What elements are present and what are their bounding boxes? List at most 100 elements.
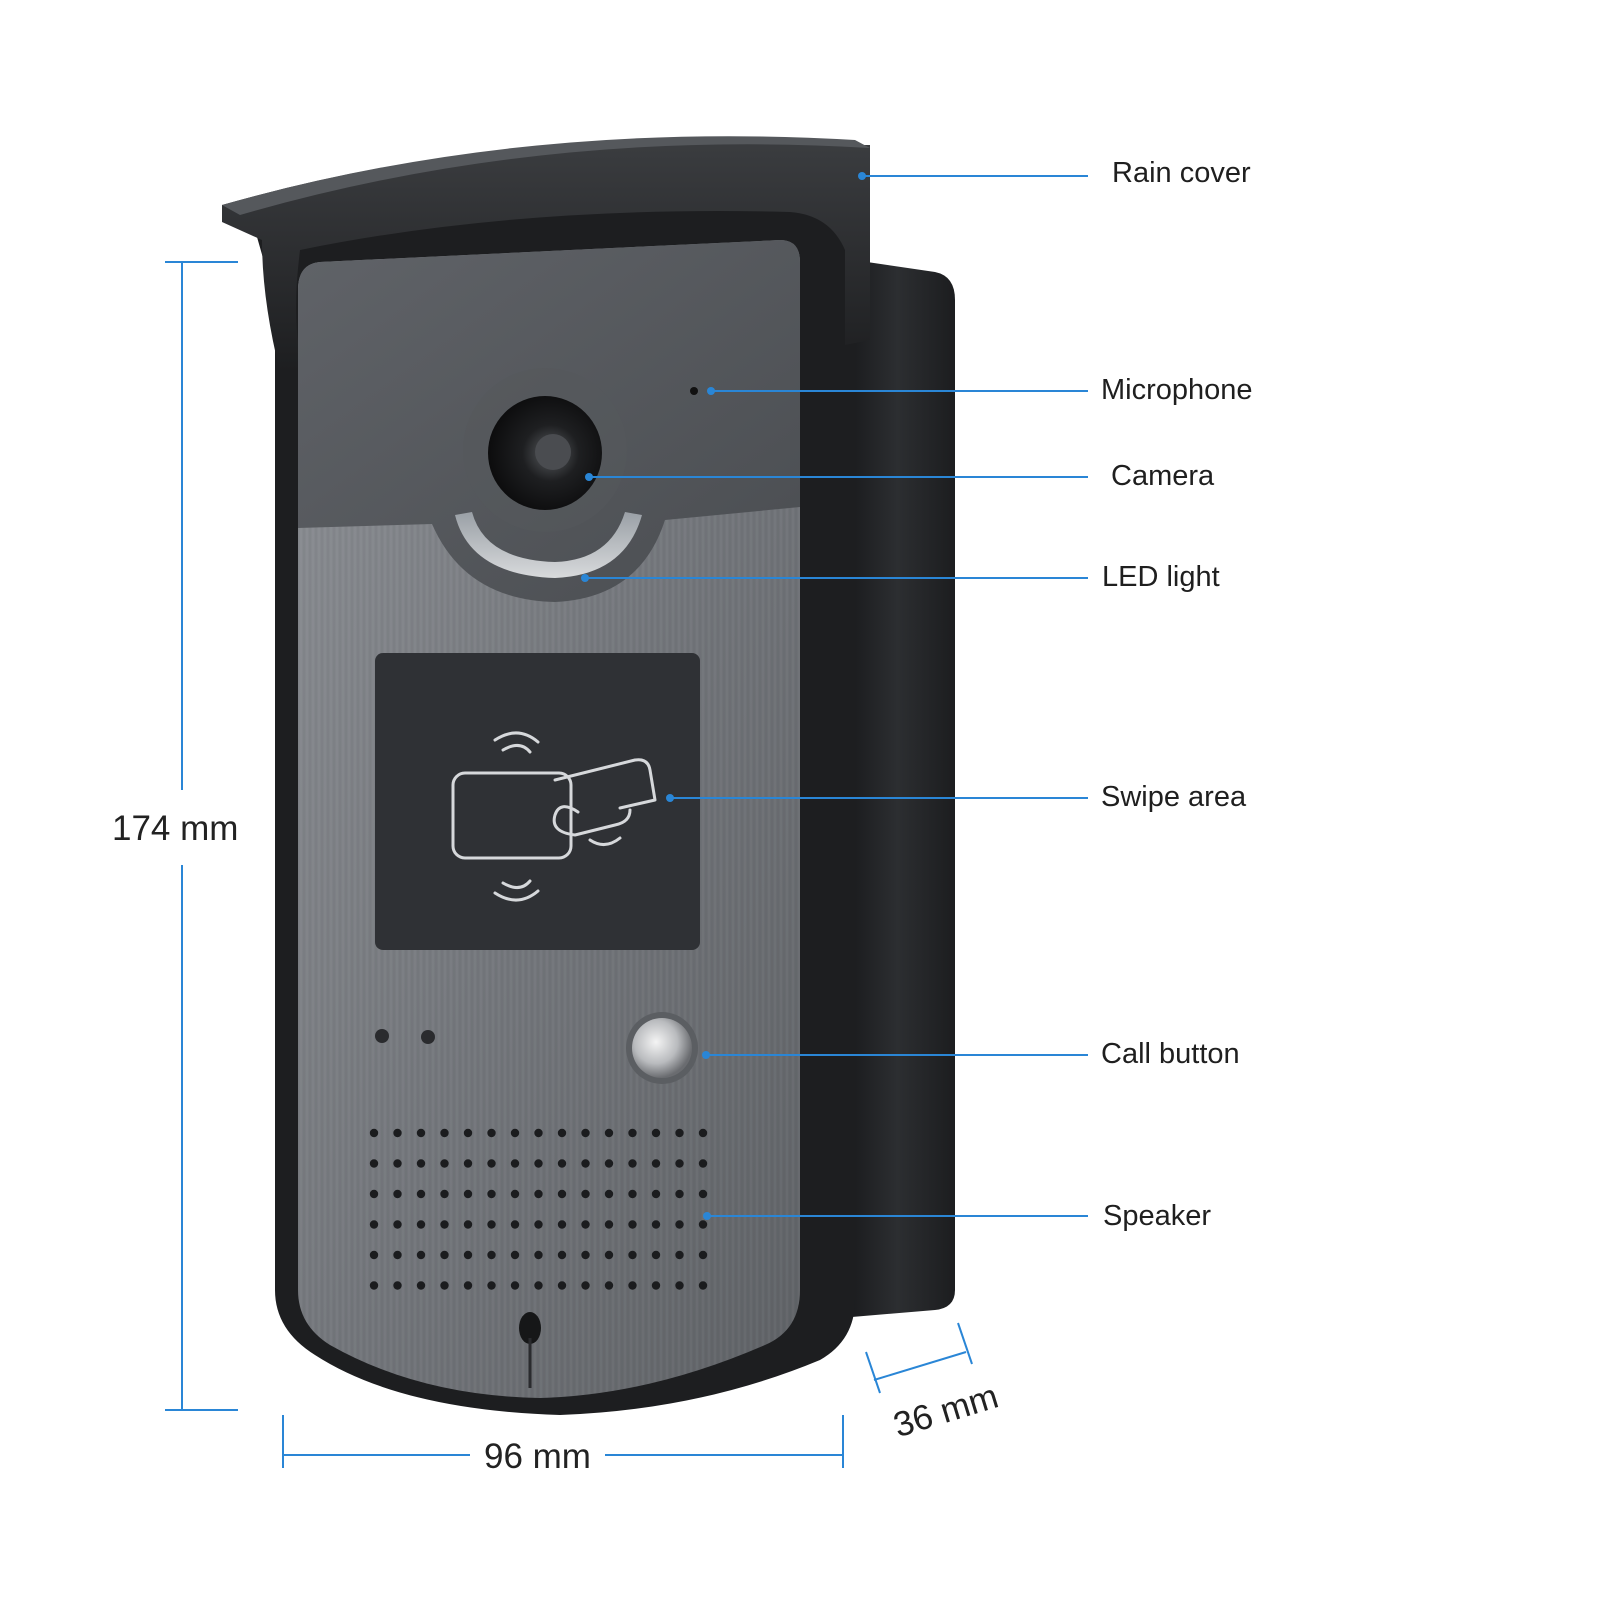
speaker-hole <box>698 1281 708 1290</box>
swipe-reader-panel <box>375 653 700 950</box>
speaker-hole <box>440 1159 449 1168</box>
speaker-hole <box>698 1159 708 1168</box>
doorbell-device <box>222 136 955 1415</box>
rain-cover-top <box>222 136 870 215</box>
label-microphone: Microphone <box>1101 374 1253 406</box>
callout-swipe-area <box>666 794 1088 802</box>
speaker-hole <box>604 1220 614 1229</box>
speaker-hole <box>510 1128 520 1138</box>
camera-lens-glint <box>535 434 571 470</box>
speaker-hole <box>416 1220 426 1229</box>
speaker-hole <box>416 1281 426 1290</box>
speaker-hole <box>510 1220 520 1229</box>
speaker-hole <box>463 1281 473 1290</box>
speaker-hole <box>581 1281 590 1290</box>
speaker-hole <box>369 1281 379 1290</box>
speaker-hole <box>463 1250 473 1260</box>
speaker-hole <box>581 1128 590 1138</box>
speaker-hole <box>487 1250 496 1260</box>
speaker-hole <box>393 1220 402 1229</box>
dimension-depth <box>865 1322 973 1394</box>
speaker-hole <box>510 1281 520 1290</box>
speaker-hole <box>651 1250 661 1260</box>
speaker-hole <box>604 1128 614 1138</box>
speaker-hole <box>510 1189 520 1199</box>
callout-camera <box>585 473 1088 481</box>
speaker-hole <box>393 1189 402 1199</box>
speaker-hole <box>393 1128 402 1138</box>
dim-height-label: 174 mm <box>112 809 238 848</box>
speaker-hole <box>534 1189 543 1199</box>
speaker-hole <box>487 1281 496 1290</box>
speaker-hole <box>440 1281 449 1290</box>
speaker-hole <box>487 1159 496 1168</box>
speaker-hole <box>557 1189 567 1199</box>
speaker-hole <box>604 1189 614 1199</box>
speaker-hole <box>369 1250 379 1260</box>
callout-led-light <box>581 574 1088 582</box>
speaker-hole <box>581 1220 590 1229</box>
status-indicator-1 <box>375 1029 389 1043</box>
speaker-hole <box>393 1159 402 1168</box>
back-housing <box>840 258 955 1318</box>
label-led-light: LED light <box>1102 561 1220 593</box>
screw-hole <box>519 1312 541 1344</box>
speaker-hole <box>416 1159 426 1168</box>
speaker-hole <box>510 1159 520 1168</box>
callout-labels: Rain cover Microphone Camera LED light S… <box>1101 157 1253 1232</box>
speaker-hole <box>651 1281 661 1290</box>
microphone-hole <box>690 387 698 395</box>
speaker-hole <box>534 1281 543 1290</box>
dimension-width <box>282 1415 844 1468</box>
speaker-hole <box>369 1159 379 1168</box>
speaker-hole <box>698 1220 708 1229</box>
speaker-hole <box>675 1220 684 1229</box>
speaker-hole <box>698 1128 708 1138</box>
callout-speaker <box>703 1212 1088 1220</box>
speaker-hole <box>557 1281 567 1290</box>
callout-rain-cover <box>858 172 1088 180</box>
callout-call-button <box>702 1051 1088 1059</box>
speaker-hole <box>675 1281 684 1290</box>
speaker-hole <box>557 1220 567 1229</box>
speaker-hole <box>604 1250 614 1260</box>
speaker-hole <box>393 1281 402 1290</box>
led-light-ring <box>455 512 642 578</box>
card-swipe-hand-icon <box>451 731 657 902</box>
status-indicator-2 <box>421 1030 435 1044</box>
dim-depth-label: 36 mm <box>889 1377 1003 1446</box>
speaker-hole <box>651 1189 661 1199</box>
speaker-hole <box>440 1128 449 1138</box>
speaker-hole <box>628 1250 637 1260</box>
speaker-hole <box>393 1250 402 1260</box>
label-swipe-area: Swipe area <box>1101 781 1247 813</box>
speaker-hole <box>369 1220 379 1229</box>
speaker-hole <box>675 1128 684 1138</box>
speaker-hole <box>440 1250 449 1260</box>
speaker-hole <box>581 1189 590 1199</box>
speaker-hole <box>440 1189 449 1199</box>
speaker-hole <box>534 1250 543 1260</box>
speaker-hole <box>651 1159 661 1168</box>
speaker-hole <box>369 1189 379 1199</box>
label-camera: Camera <box>1111 460 1215 492</box>
callouts <box>581 172 1088 1220</box>
dim-depth-line <box>873 1351 967 1381</box>
call-button <box>632 1018 692 1078</box>
rain-cover <box>222 139 870 372</box>
speaker-hole <box>416 1128 426 1138</box>
speaker-hole <box>698 1250 708 1260</box>
speaker-hole <box>675 1250 684 1260</box>
speaker-hole <box>463 1159 473 1168</box>
speaker-hole <box>510 1250 520 1260</box>
speaker-hole <box>416 1250 426 1260</box>
speaker-hole <box>581 1159 590 1168</box>
speaker-hole <box>369 1128 379 1138</box>
label-speaker: Speaker <box>1103 1200 1211 1232</box>
label-rain-cover: Rain cover <box>1112 157 1251 189</box>
callout-microphone <box>707 387 1088 395</box>
speaker-hole <box>628 1159 637 1168</box>
speaker-hole <box>651 1128 661 1138</box>
speaker-hole <box>463 1128 473 1138</box>
